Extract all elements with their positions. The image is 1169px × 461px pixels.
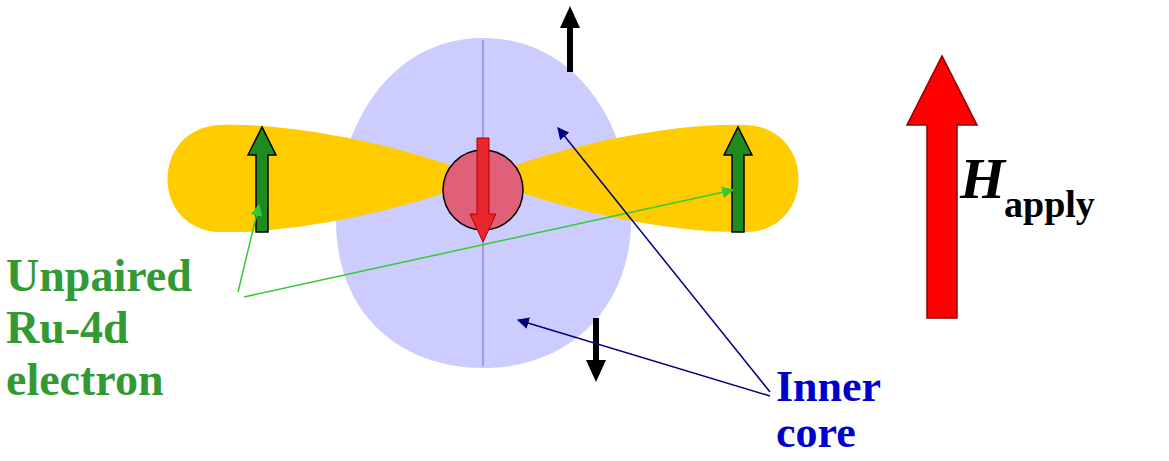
callout-label: Inner core (776, 364, 908, 456)
field-symbol: H (960, 148, 1005, 210)
spin-arrow (248, 127, 276, 232)
orbital-lobe (483, 125, 799, 232)
callout-label: Unpaired Ru-4d electron (6, 250, 246, 406)
leader-line (238, 205, 259, 292)
core-arrow (586, 318, 606, 382)
leader-line (558, 128, 770, 392)
leader-line (518, 320, 770, 396)
orbital-lobe (168, 125, 484, 232)
spin-arrow (470, 138, 496, 242)
spin-arrow (724, 127, 752, 232)
field-subscript: apply (1004, 183, 1095, 225)
core-arrow (560, 6, 580, 72)
leader-line (244, 190, 733, 297)
